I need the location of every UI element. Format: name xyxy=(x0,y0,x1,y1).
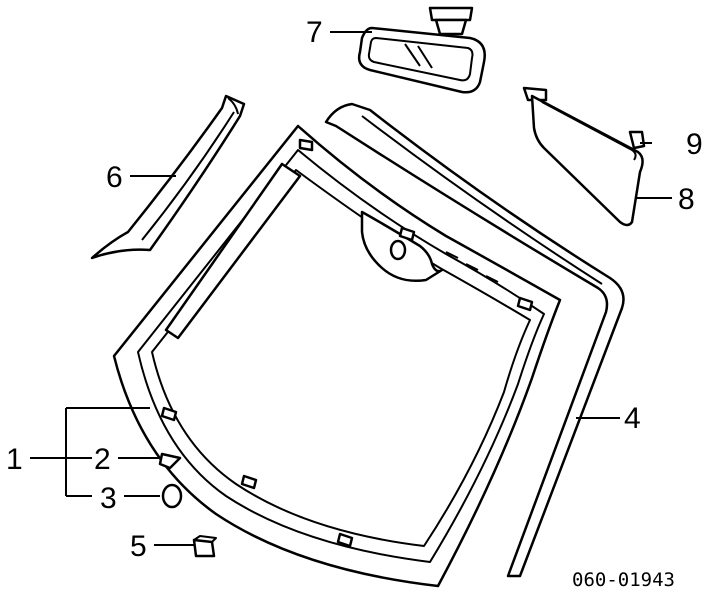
callout-1: 1 xyxy=(6,443,23,476)
rear-view-mirror xyxy=(357,6,486,94)
diagram-code: 060-01943 xyxy=(572,569,675,591)
sun-visor xyxy=(522,86,644,227)
windshield-moulding xyxy=(324,102,625,578)
leader-lines xyxy=(30,31,672,546)
callout-2: 2 xyxy=(94,443,111,476)
glass-stopper xyxy=(161,483,183,509)
moulding-clip xyxy=(192,535,217,558)
callout-8: 8 xyxy=(678,183,695,216)
callout-4: 4 xyxy=(624,402,641,435)
callout-5: 5 xyxy=(130,530,147,563)
callout-3: 3 xyxy=(100,482,117,515)
visor-clip xyxy=(628,130,646,150)
callout-7: 7 xyxy=(306,16,323,49)
glass-spacer xyxy=(158,452,182,470)
windshield-glass xyxy=(112,124,562,588)
a-pillar-trim xyxy=(90,94,246,260)
callout-6: 6 xyxy=(106,161,123,194)
callout-9: 9 xyxy=(686,128,703,161)
